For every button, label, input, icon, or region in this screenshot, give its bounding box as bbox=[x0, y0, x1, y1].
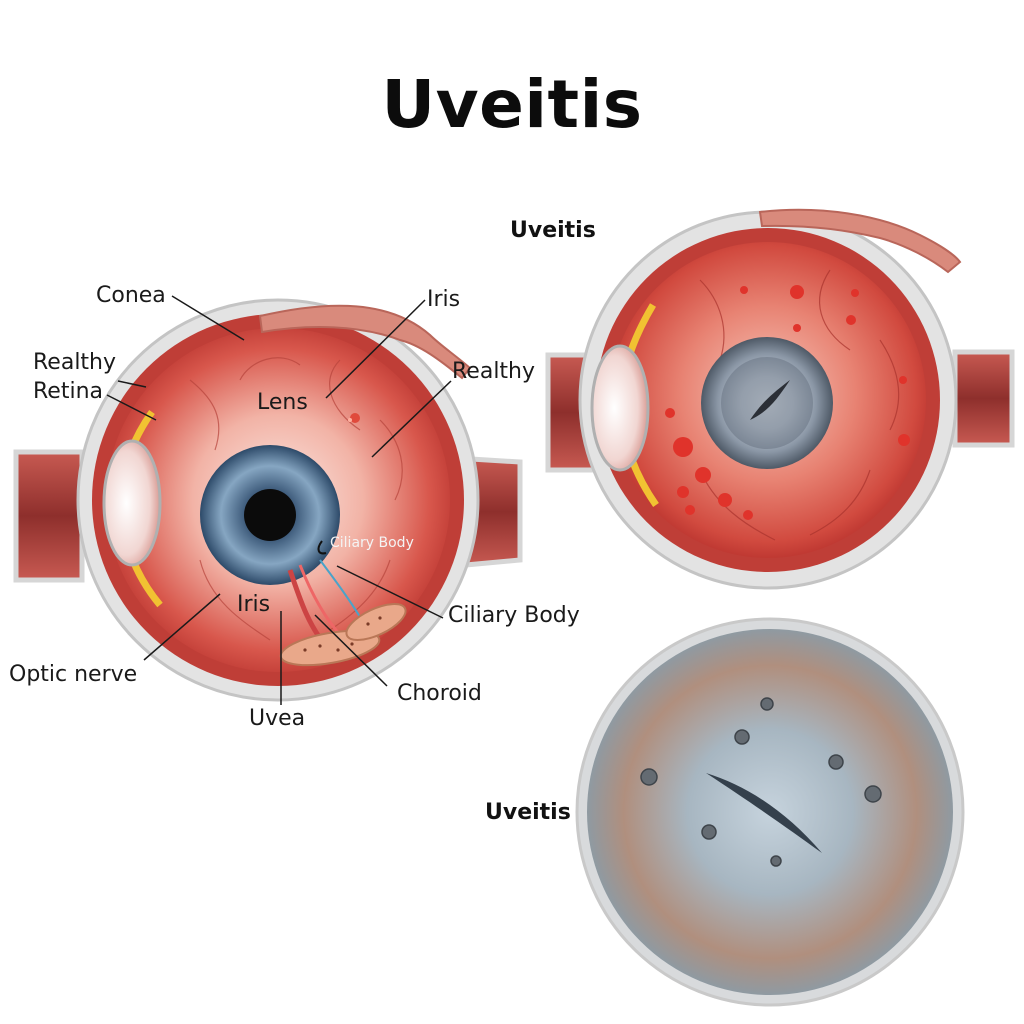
label-iris-bottom: Iris bbox=[237, 592, 271, 617]
label-ciliary-inner: Ciliary Body bbox=[330, 535, 414, 551]
label-uvea: Uvea bbox=[249, 706, 306, 731]
label-realthy-retina-2: Retina bbox=[33, 379, 103, 404]
label-realthy-retina-1: Realthy bbox=[33, 350, 117, 375]
label-optic-nerve: Optic nerve bbox=[9, 662, 138, 687]
lens bbox=[102, 439, 162, 567]
label-conea: Conea bbox=[96, 283, 166, 308]
bottom-right-title: Uveitis bbox=[485, 800, 571, 825]
label-iris-top: Iris bbox=[427, 287, 461, 312]
pupil bbox=[244, 489, 296, 541]
fundus-view bbox=[575, 617, 965, 1007]
label-lens: Lens bbox=[257, 390, 308, 415]
page-title: Uveitis bbox=[381, 66, 643, 143]
label-realthy: Realthy bbox=[452, 359, 536, 384]
top-right-title: Uveitis bbox=[510, 218, 596, 243]
label-choroid: Choroid bbox=[397, 681, 482, 706]
left-eye bbox=[13, 295, 523, 705]
label-ciliary-body: Ciliary Body bbox=[448, 603, 580, 628]
right-eye bbox=[545, 208, 1015, 590]
left-optic-stub bbox=[13, 449, 85, 583]
upper-muscle bbox=[258, 304, 472, 380]
